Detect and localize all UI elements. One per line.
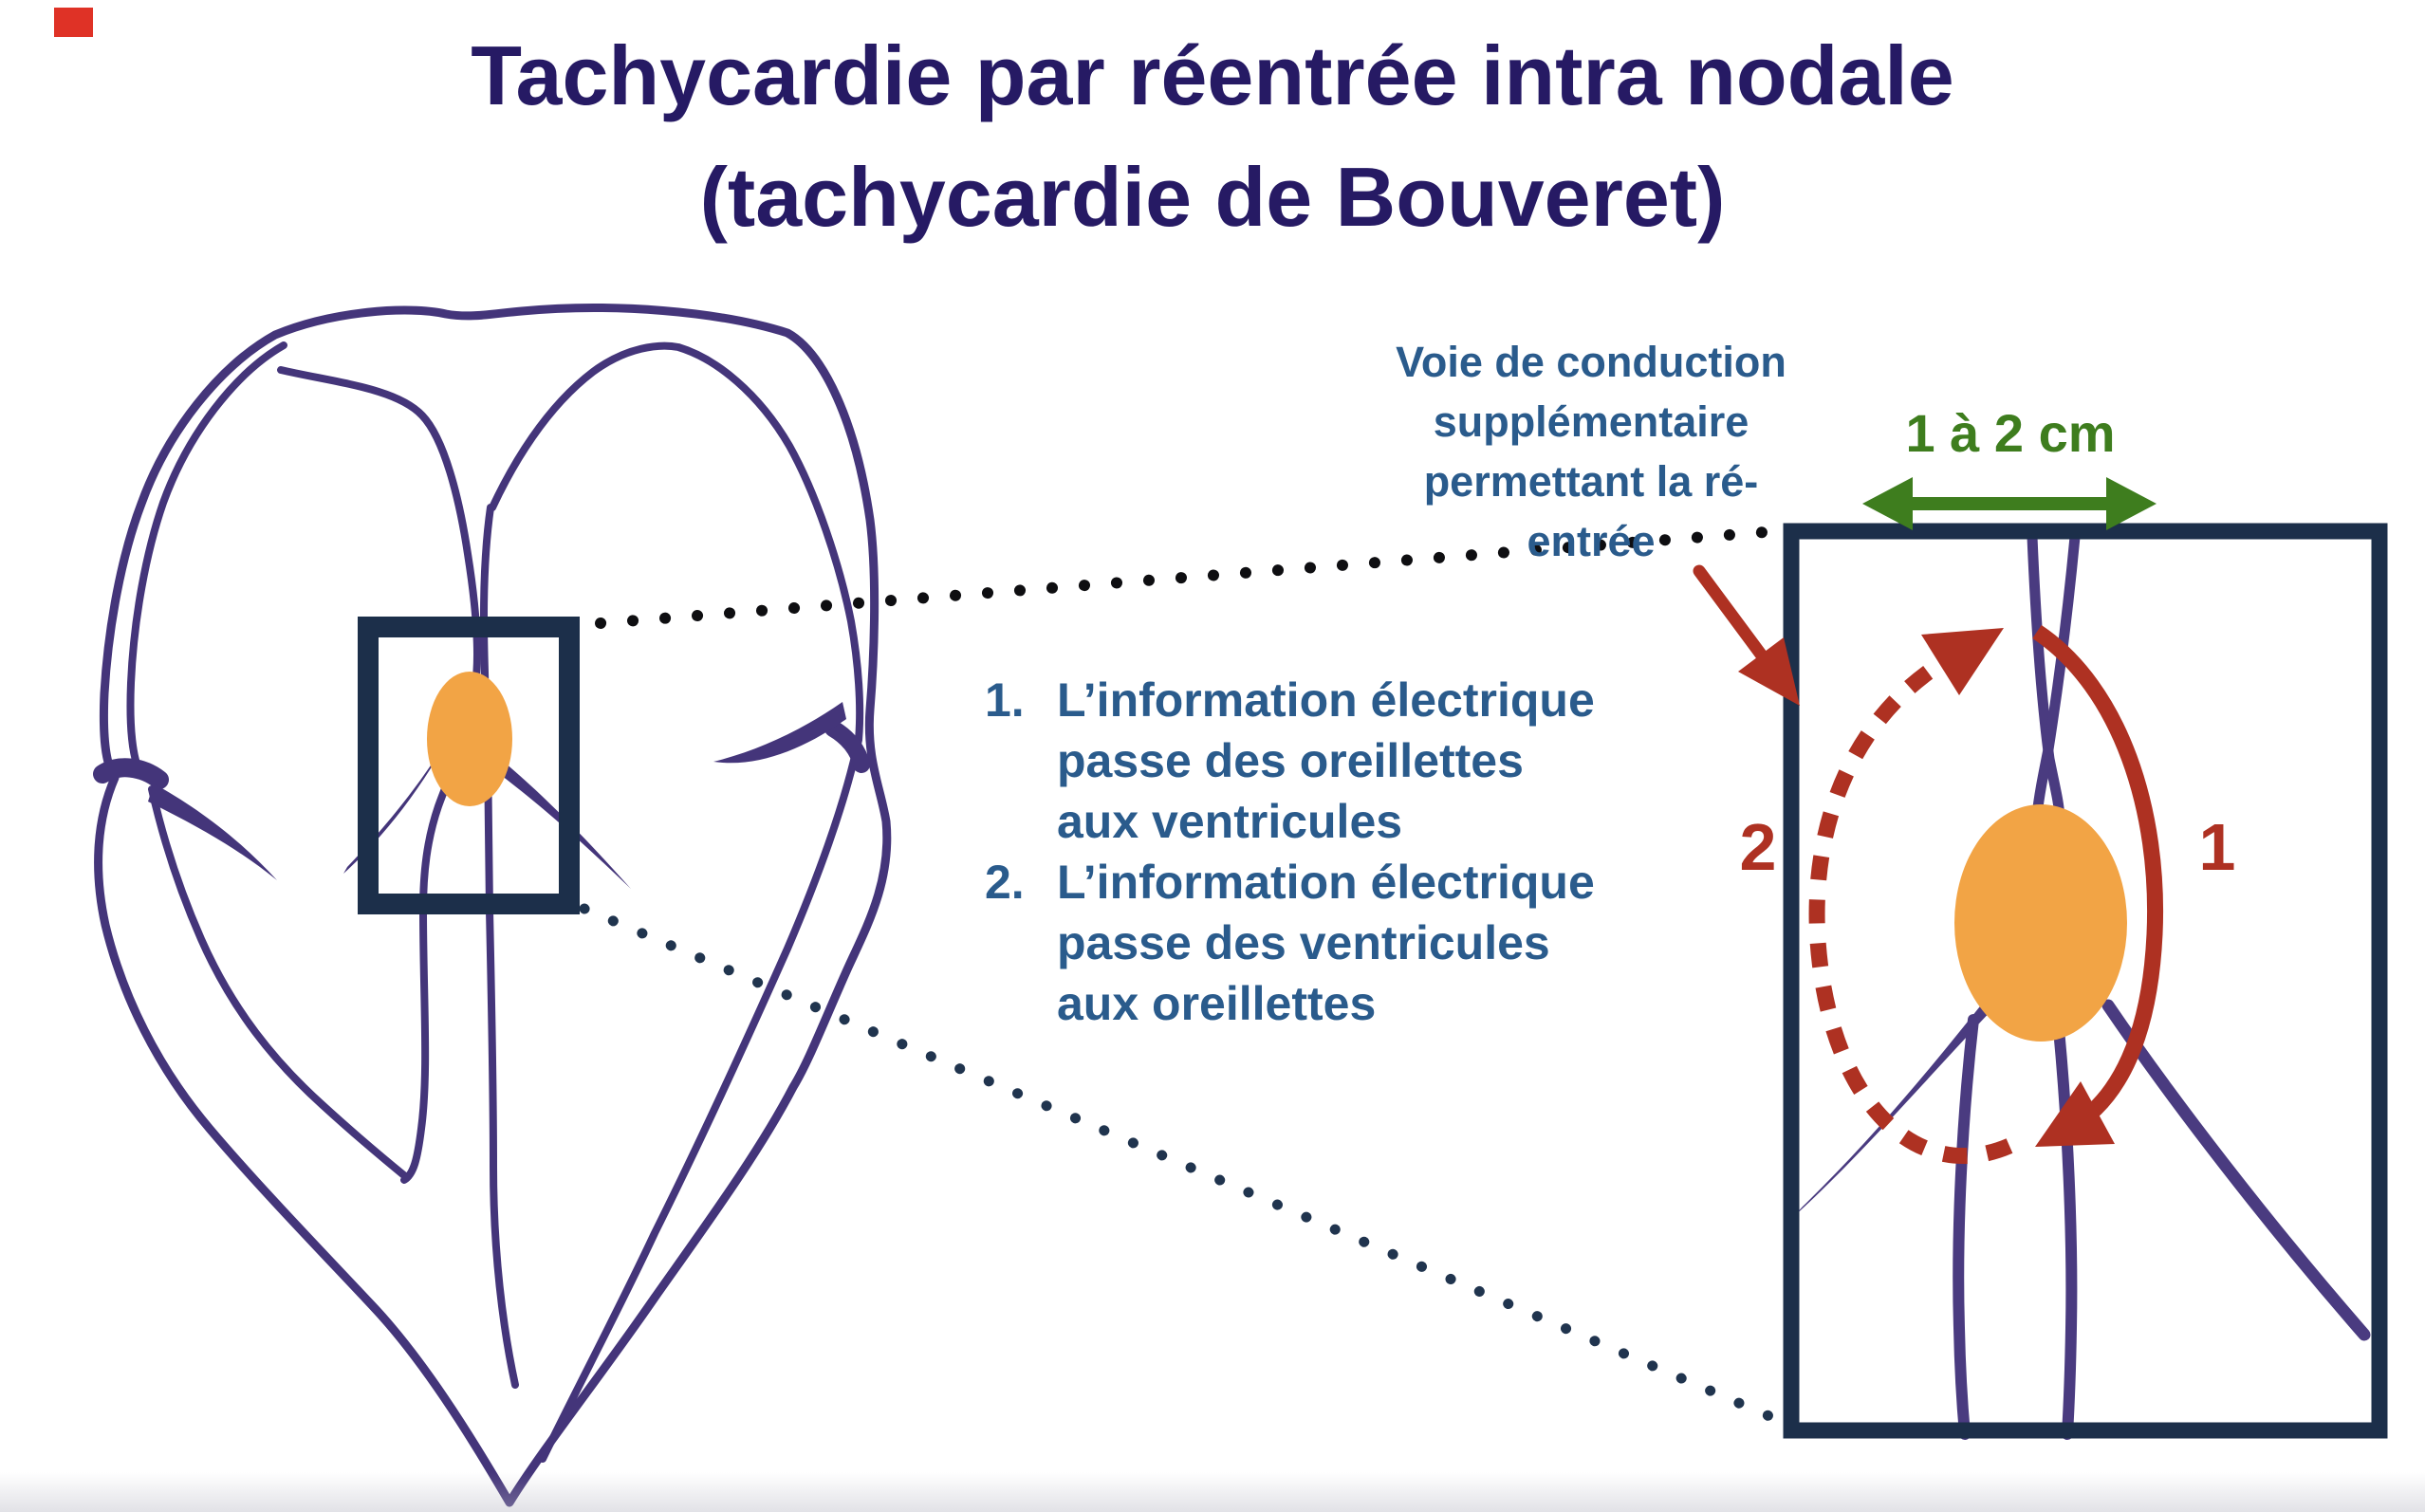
page-title: Tachycardie par réentrée intra nodale (t… <box>0 15 2425 258</box>
title-line-2: (tachycardie de Bouveret) <box>699 150 1726 244</box>
fast-pathway-arrow-curve <box>2032 624 2164 1136</box>
av-node-oval-zoomed <box>1954 804 2127 1042</box>
pathway-pointer-arrow <box>1693 564 1800 706</box>
measurement-arrow <box>1862 477 2157 530</box>
heart-right-leaflet <box>713 702 846 764</box>
inset-left-bundle <box>1953 1014 1979 1440</box>
inset-atrial-line-right <box>2031 531 2081 821</box>
pathway-note-line: Voie de conduction <box>1396 338 1786 386</box>
leader-line-top <box>595 526 1783 629</box>
heart-right-junction <box>824 720 870 773</box>
inset-right-bundle <box>2053 1023 2078 1440</box>
steps-list: 1. L’information électrique passe des or… <box>985 670 1595 1034</box>
heart-valve-leaflet <box>148 784 277 880</box>
red-corner-marker <box>54 8 93 37</box>
heart-left-fascicle <box>343 757 436 874</box>
heart-left-inner-wall <box>126 341 287 777</box>
step-2-text: L’information électrique passe des ventr… <box>1057 856 1595 1030</box>
pathway-note-line: supplémentaire <box>1433 397 1749 446</box>
inset-right-fascicle <box>2101 999 2371 1341</box>
heart-sketch <box>93 304 892 1507</box>
inset-atrial-line-left <box>2027 531 2065 823</box>
inset-box <box>1783 523 2388 1439</box>
fast-pathway-number: 1 <box>2198 810 2236 884</box>
step-1-text: L’information électrique passe des oreil… <box>1057 673 1595 848</box>
step-1: 1. L’information électrique passe des or… <box>985 670 1595 852</box>
title-line-1: Tachycardie par réentrée intra nodale <box>471 28 1954 122</box>
pathway-note: Voie de conduction supplémentaire permet… <box>1330 332 1852 571</box>
step-2-number: 2. <box>985 856 1025 909</box>
pathway-note-line: permettant la ré- <box>1423 457 1759 506</box>
inset-left-fascicle <box>1793 998 1994 1217</box>
selection-rectangle <box>358 617 580 914</box>
step-1-number: 1. <box>985 673 1025 727</box>
step-2: 2. L’information électrique passe des ve… <box>985 852 1595 1034</box>
av-node-oval <box>427 672 512 806</box>
pathway-note-line: entrée <box>1527 517 1656 565</box>
heart-right-arc-inner-wall <box>489 341 864 1463</box>
heart-right-septum <box>480 504 519 1389</box>
reentry-circuit <box>1808 624 2164 1164</box>
heart-left-junction <box>93 758 169 789</box>
slow-pathway-number: 2 <box>1739 810 1777 884</box>
fast-pathway-arrowhead <box>2035 1081 2115 1147</box>
slow-pathway-arrowhead <box>1921 628 2004 695</box>
heart-left-band-inner <box>148 785 409 1180</box>
bottom-fade <box>0 1472 2425 1512</box>
measurement-label: 1 à 2 cm <box>1905 403 2116 463</box>
